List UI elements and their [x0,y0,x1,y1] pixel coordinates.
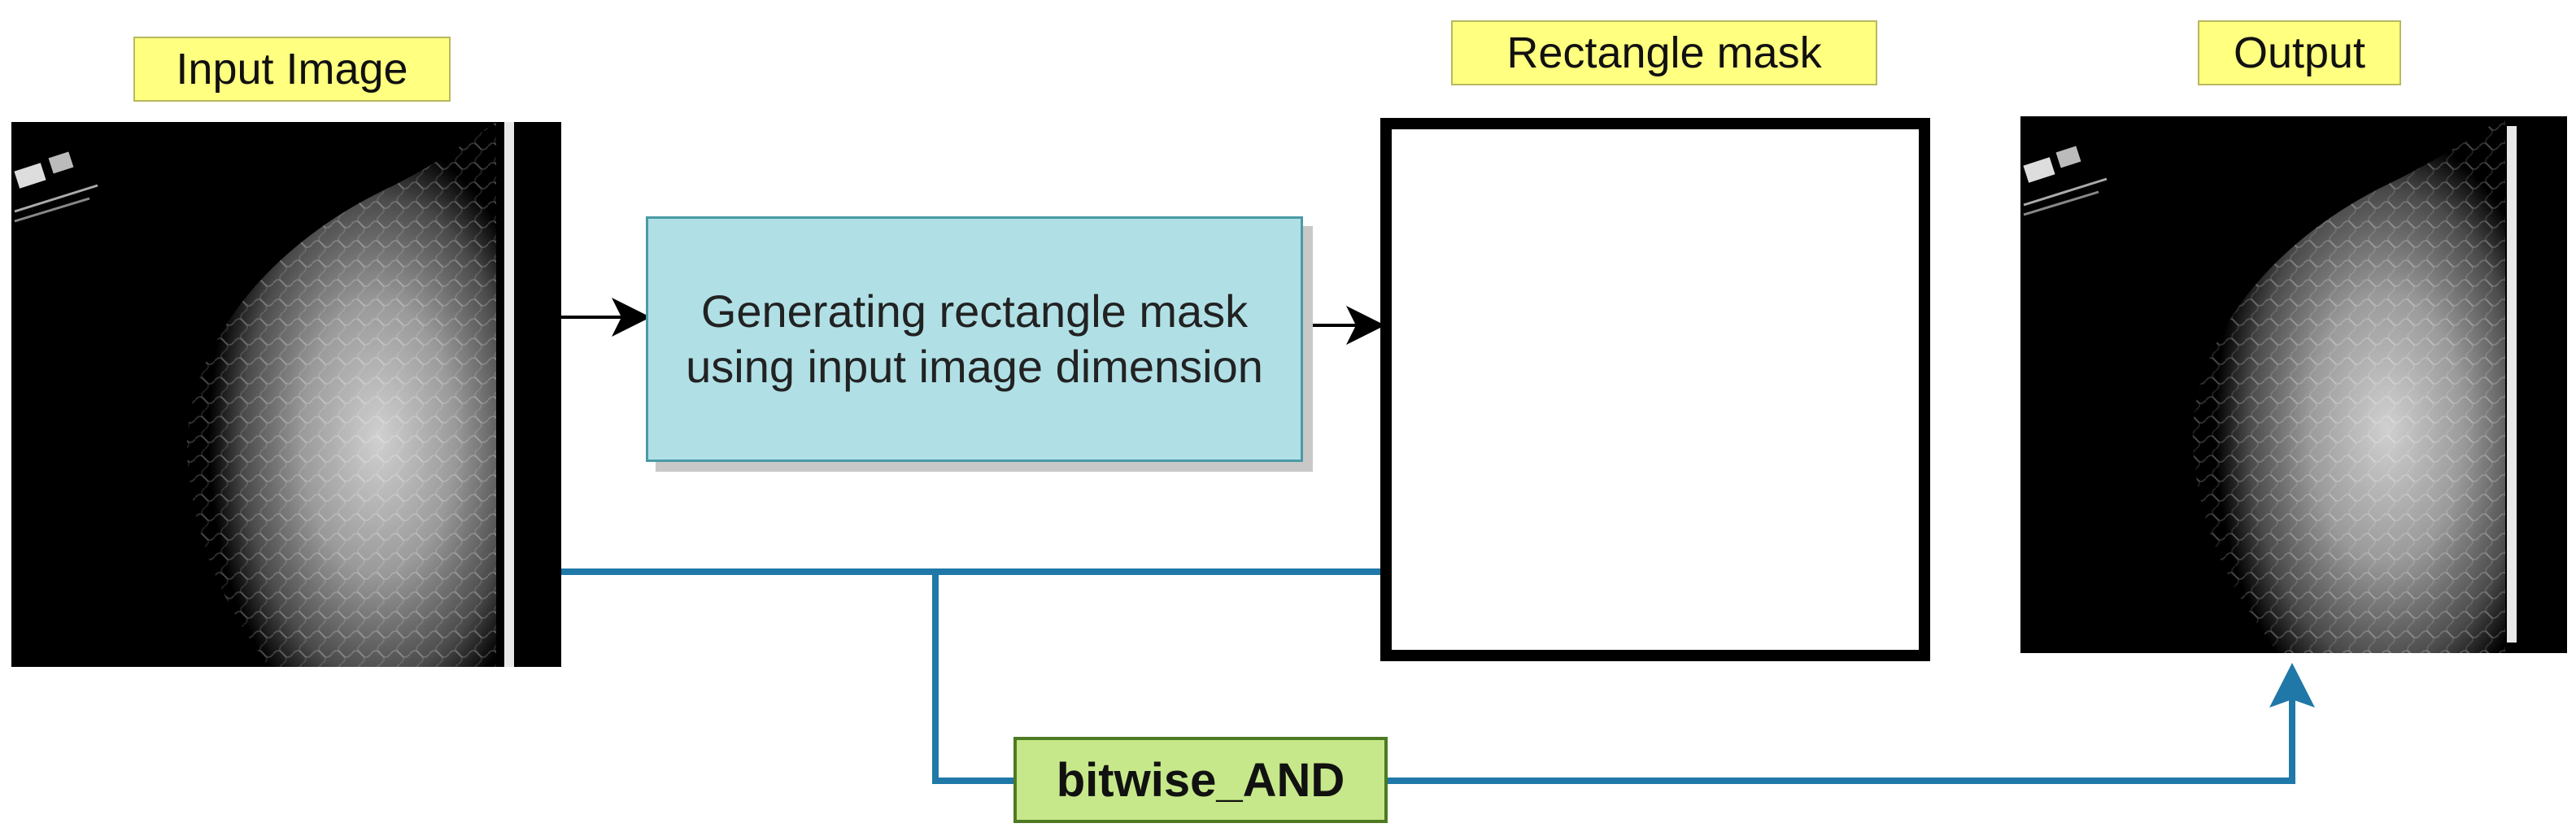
input-image-label: Input Image [133,37,451,102]
bitwise-and-step: bitwise_AND [1013,737,1388,823]
rectangle-mask-label: Rectangle mask [1451,20,1877,85]
output-image [2020,116,2567,653]
film-marker-text-icon [2023,146,2107,216]
output-label: Output [2198,20,2401,85]
rectangle-mask-image [1380,118,1930,661]
arrow-up-to-output-icon [2269,663,2315,708]
film-marker-text-icon [14,151,98,223]
input-image [11,122,561,667]
mask-generation-step: Generating rectangle mask using input im… [646,216,1303,462]
mask-generation-text: Generating rectangle mask using input im… [686,285,1263,392]
bitwise-and-text: bitwise_AND [1056,753,1345,807]
bitwise-connectors [561,568,2295,784]
